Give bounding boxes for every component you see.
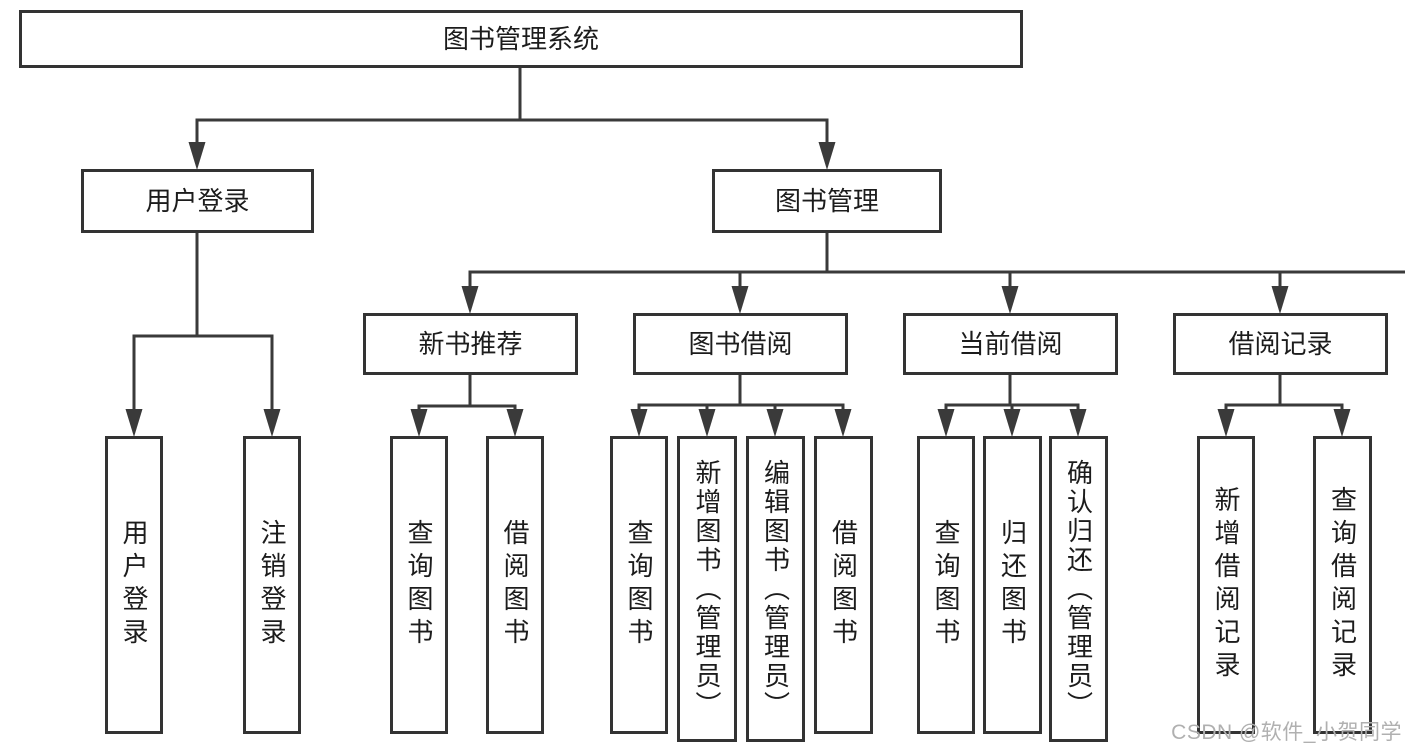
connector-current-borrow-to-leaves bbox=[937, 373, 1087, 437]
leaf-user-login-label: 用户登录 bbox=[119, 519, 149, 651]
leaf-borrow-books-recommend: 借阅图书 bbox=[486, 436, 544, 734]
leaf-add-borrow-record-label: 新增借阅记录 bbox=[1211, 486, 1241, 684]
node-book-management: 图书管理 bbox=[712, 169, 942, 233]
leaf-confirm-return-admin: 确认归还（管理员） bbox=[1049, 436, 1108, 742]
node-new-book-recommendation: 新书推荐 bbox=[363, 313, 578, 375]
leaf-borrow-books-borrowing-label: 借阅图书 bbox=[828, 519, 859, 651]
leaf-query-books-borrowing: 查询图书 bbox=[610, 436, 668, 734]
connector-book-management-to-level3 bbox=[461, 231, 1405, 314]
leaf-user-login: 用户登录 bbox=[105, 436, 163, 734]
connector-new-book-to-leaves bbox=[410, 373, 524, 437]
leaf-query-borrow-record: 查询借阅记录 bbox=[1313, 436, 1372, 734]
node-current-borrowing: 当前借阅 bbox=[903, 313, 1118, 375]
leaf-edit-book-admin-label: 编辑图书（管理员） bbox=[760, 458, 791, 720]
watermark: CSDN @软件_小贺同学 bbox=[1171, 721, 1402, 744]
leaf-add-book-admin: 新增图书（管理员） bbox=[677, 436, 737, 742]
leaf-add-book-admin-label: 新增图书（管理员） bbox=[692, 458, 722, 720]
leaf-confirm-return-admin-label: 确认归还（管理员） bbox=[1063, 458, 1094, 720]
leaf-query-books-current-label: 查询图书 bbox=[931, 519, 961, 651]
leaf-edit-book-admin: 编辑图书（管理员） bbox=[746, 436, 805, 742]
connector-root-to-level2 bbox=[188, 66, 836, 170]
connector-borrow-records-to-leaves bbox=[1217, 373, 1351, 437]
node-borrowing-records: 借阅记录 bbox=[1173, 313, 1388, 375]
node-library-management-system: 图书管理系统 bbox=[19, 10, 1023, 68]
leaf-query-books-recommend-label: 查询图书 bbox=[404, 519, 434, 651]
leaf-query-borrow-record-label: 查询借阅记录 bbox=[1327, 486, 1358, 684]
leaf-query-books-current: 查询图书 bbox=[917, 436, 975, 734]
node-user-login: 用户登录 bbox=[81, 169, 314, 233]
leaf-query-books-borrowing-label: 查询图书 bbox=[624, 519, 654, 651]
leaf-borrow-books-borrowing: 借阅图书 bbox=[814, 436, 873, 734]
leaf-return-books: 归还图书 bbox=[983, 436, 1042, 734]
leaf-query-books-recommend: 查询图书 bbox=[390, 436, 448, 734]
node-book-borrowing: 图书借阅 bbox=[633, 313, 848, 375]
connector-book-borrow-to-leaves bbox=[630, 373, 852, 437]
leaf-borrow-books-recommend-label: 借阅图书 bbox=[500, 519, 530, 651]
leaf-add-borrow-record: 新增借阅记录 bbox=[1197, 436, 1255, 734]
leaf-return-books-label: 归还图书 bbox=[997, 519, 1028, 651]
leaf-logout: 注销登录 bbox=[243, 436, 301, 734]
connector-user-login-to-leaves bbox=[125, 231, 281, 437]
leaf-logout-label: 注销登录 bbox=[257, 519, 287, 651]
